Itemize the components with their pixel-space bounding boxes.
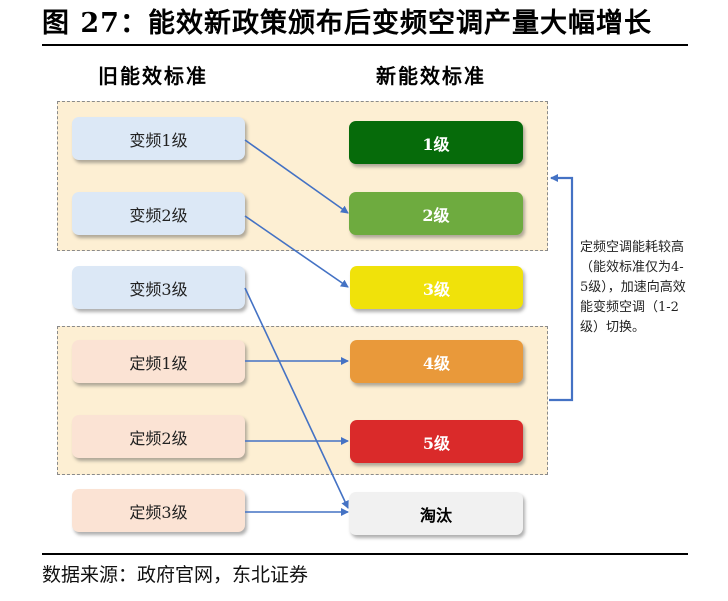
old-fixed-level-3: 定频3级	[72, 489, 245, 532]
new-level-5: 5级	[350, 420, 523, 463]
new-level-1: 1级	[349, 121, 523, 164]
old-inverter-level-3: 变频3级	[72, 266, 245, 309]
title-rule	[42, 44, 688, 46]
box-label: 4级	[422, 353, 451, 373]
new-level-3: 3级	[350, 266, 523, 309]
arrow-inverter1-to-level2	[244, 139, 349, 214]
box-label: 定频1级	[129, 353, 188, 373]
box-label: 淘汰	[419, 505, 452, 525]
old-standard-header: 旧能效标准	[98, 64, 208, 88]
box-label: 1级	[422, 134, 450, 154]
box-label: 2级	[422, 205, 450, 225]
arrow-inverter2-to-level3	[244, 215, 349, 288]
box-label: 定频3级	[129, 502, 188, 522]
box-label: 定频2级	[129, 428, 188, 448]
source-note: 数据来源：政府官网，东北证券	[42, 564, 309, 586]
eliminated-box: 淘汰	[349, 492, 523, 535]
new-level-2: 2级	[349, 192, 523, 235]
arrow-inverter3-to-eliminated	[244, 287, 349, 509]
box-label: 5级	[422, 433, 451, 453]
old-inverter-level-2: 变频2级	[72, 192, 245, 235]
figure-title: 图 27：能效新政策颁布后变频空调产量大幅增长	[42, 8, 652, 39]
box-label: 变频3级	[129, 279, 188, 299]
bracket-arrow	[549, 174, 574, 402]
old-fixed-level-1: 定频1级	[72, 340, 245, 383]
box-label: 3级	[422, 279, 451, 299]
new-standard-header: 新能效标准	[376, 64, 486, 88]
old-fixed-level-2: 定频2级	[72, 415, 245, 458]
annotation-note: 定频空调能耗较高（能效标准仅为4-5级），加速向高效能变频空调（1-2级）切换。	[580, 240, 686, 335]
old-inverter-level-1: 变频1级	[72, 117, 245, 160]
box-label: 变频1级	[129, 130, 188, 150]
new-level-4: 4级	[350, 340, 523, 383]
box-label: 变频2级	[129, 205, 188, 225]
source-rule	[42, 553, 688, 555]
